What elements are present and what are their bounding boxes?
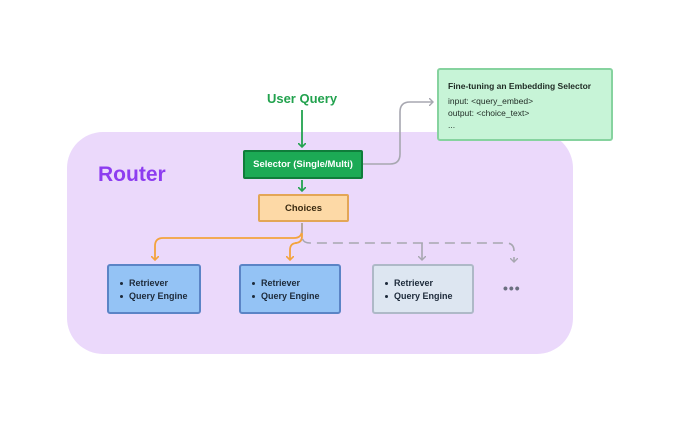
choices-label: Choices	[285, 202, 322, 214]
option-card-1: Retriever Query Engine	[107, 264, 201, 314]
choices-to-more-dashed-arrow	[301, 223, 514, 262]
embedding-selector-title: Fine-tuning an Embedding Selector	[448, 81, 592, 91]
choices-node: Choices	[258, 194, 349, 222]
embedding-ellipsis-line: ...	[448, 120, 456, 130]
router-label: Router	[98, 163, 166, 186]
embedding-selector-note: Fine-tuning an Embedding Selector input:…	[437, 68, 613, 141]
selector-label: Selector (Single/Multi)	[253, 159, 353, 170]
option-item: Retriever	[251, 277, 339, 290]
selector-node: Selector (Single/Multi)	[243, 150, 363, 179]
choices-to-option-2-arrow	[290, 223, 303, 260]
embedding-input-line: input: <query_embed>	[448, 96, 534, 106]
user-query-label: User Query	[266, 91, 338, 106]
more-options-ellipsis: •••	[503, 280, 521, 296]
selector-to-embedding-connector	[363, 102, 433, 165]
option-item: Retriever	[119, 277, 199, 290]
option-item: Query Engine	[251, 290, 339, 303]
option-card-2: Retriever Query Engine	[239, 264, 341, 314]
option-item: Query Engine	[119, 290, 199, 303]
choices-to-option-1-arrow	[155, 223, 303, 260]
embedding-output-line: output: <choice_text>	[448, 108, 530, 118]
option-item: Retriever	[384, 277, 472, 290]
option-card-3: Retriever Query Engine	[372, 264, 474, 314]
option-item: Query Engine	[384, 290, 472, 303]
